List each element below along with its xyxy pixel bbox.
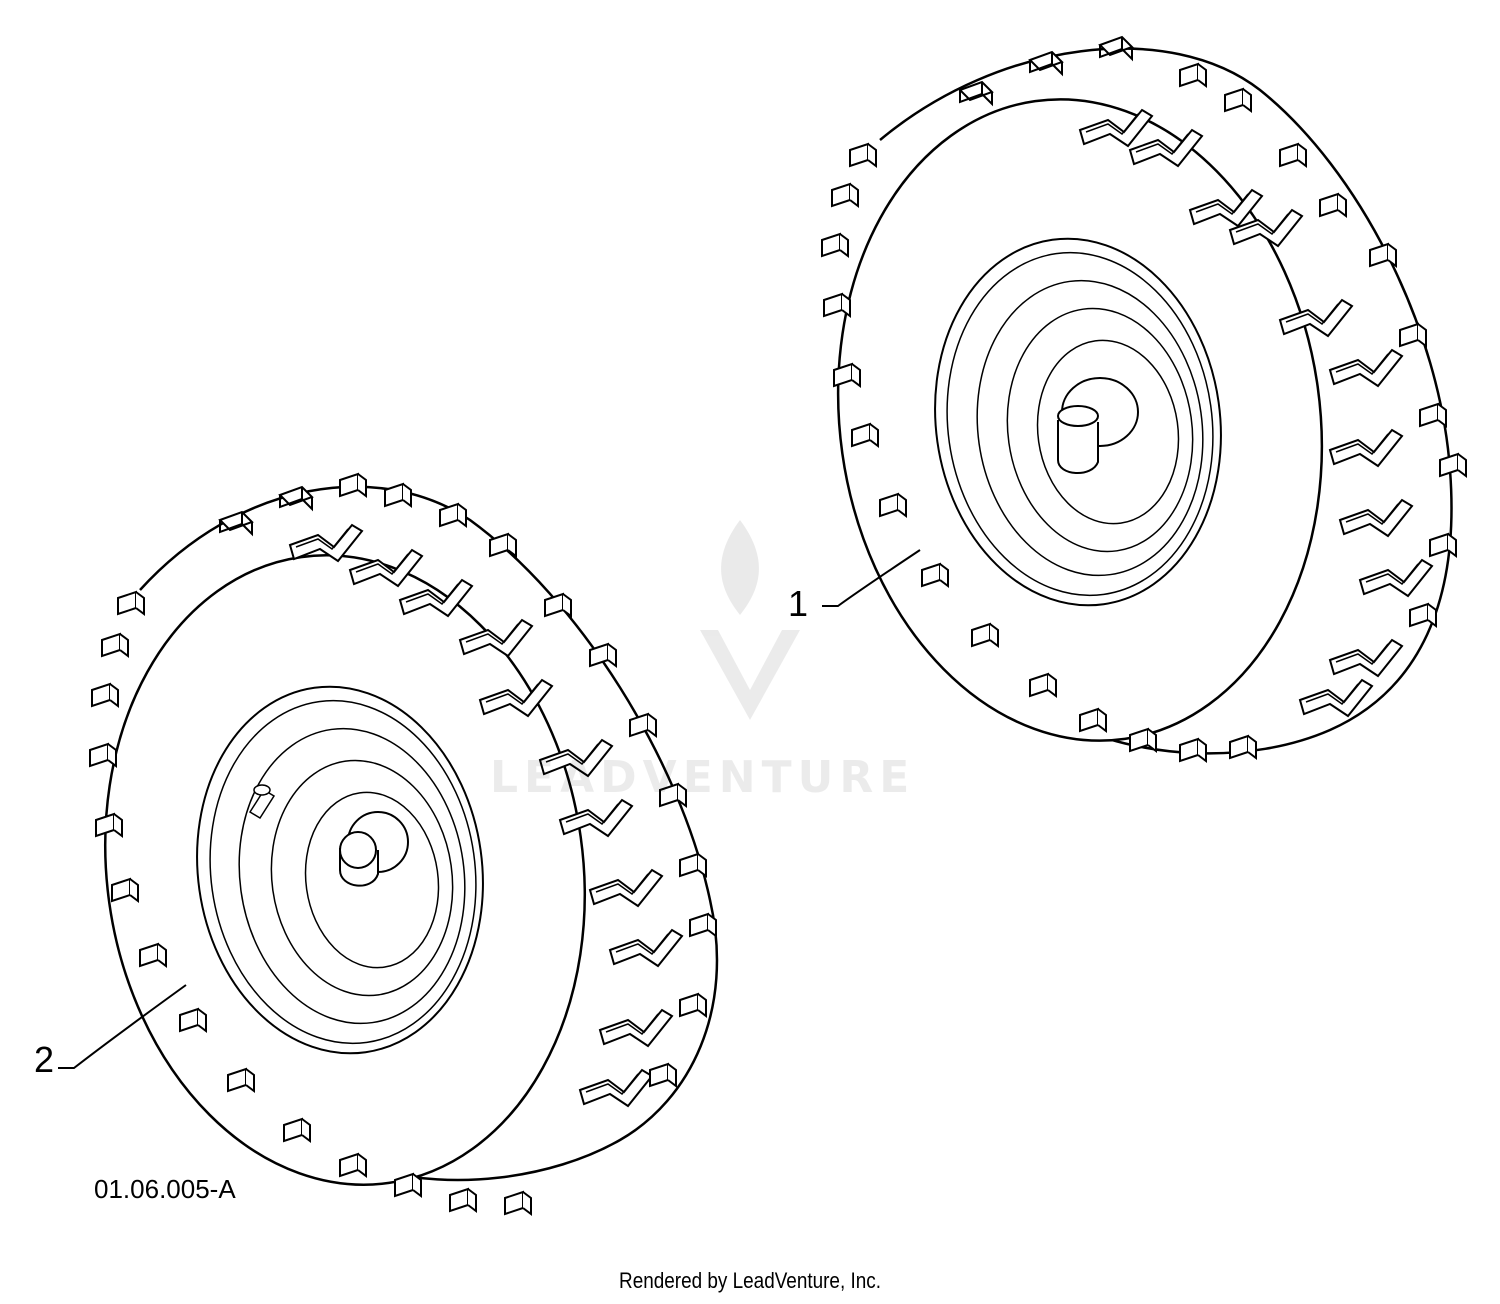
callout-2[interactable]: 2 — [34, 1039, 55, 1080]
wheel-1 — [821, 36, 1467, 762]
callout-1[interactable]: 1 — [788, 583, 809, 624]
wheel-2 — [89, 473, 719, 1215]
watermark-logo-icon — [700, 520, 800, 720]
leader-line-1 — [822, 549, 921, 607]
watermark-text: LEADVENTURE — [490, 752, 916, 803]
drawing-number: 01.06.005-A — [94, 1174, 236, 1204]
render-credit: Rendered by LeadVenture, Inc. — [619, 1268, 881, 1293]
leader-line-2 — [58, 984, 187, 1069]
